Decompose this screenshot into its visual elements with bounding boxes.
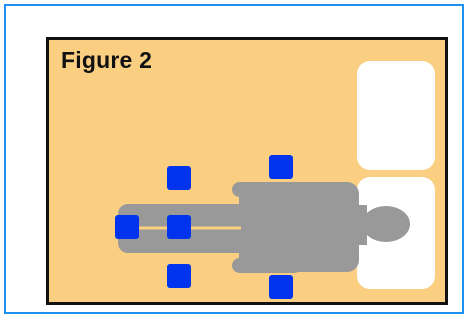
marker-icon-knees bbox=[167, 215, 191, 239]
marker-icon-upper-left bbox=[167, 166, 191, 190]
marker-icon-upper-right bbox=[269, 155, 293, 179]
marker-icon-lower-right bbox=[269, 275, 293, 299]
figure-label: Figure 2 bbox=[61, 47, 153, 73]
figure-frame: Figure 2 bbox=[4, 4, 464, 314]
head bbox=[362, 206, 410, 242]
diagram-panel: Figure 2 bbox=[46, 37, 448, 305]
upper-arm bbox=[232, 182, 302, 197]
neck bbox=[351, 205, 367, 245]
pillow-top bbox=[357, 61, 435, 170]
diagram-canvas bbox=[49, 40, 445, 302]
torso bbox=[239, 182, 359, 272]
marker-icon-feet bbox=[115, 215, 139, 239]
body-figure bbox=[118, 182, 367, 273]
marker-icon-lower-left bbox=[167, 264, 191, 288]
lower-arm bbox=[232, 258, 302, 273]
